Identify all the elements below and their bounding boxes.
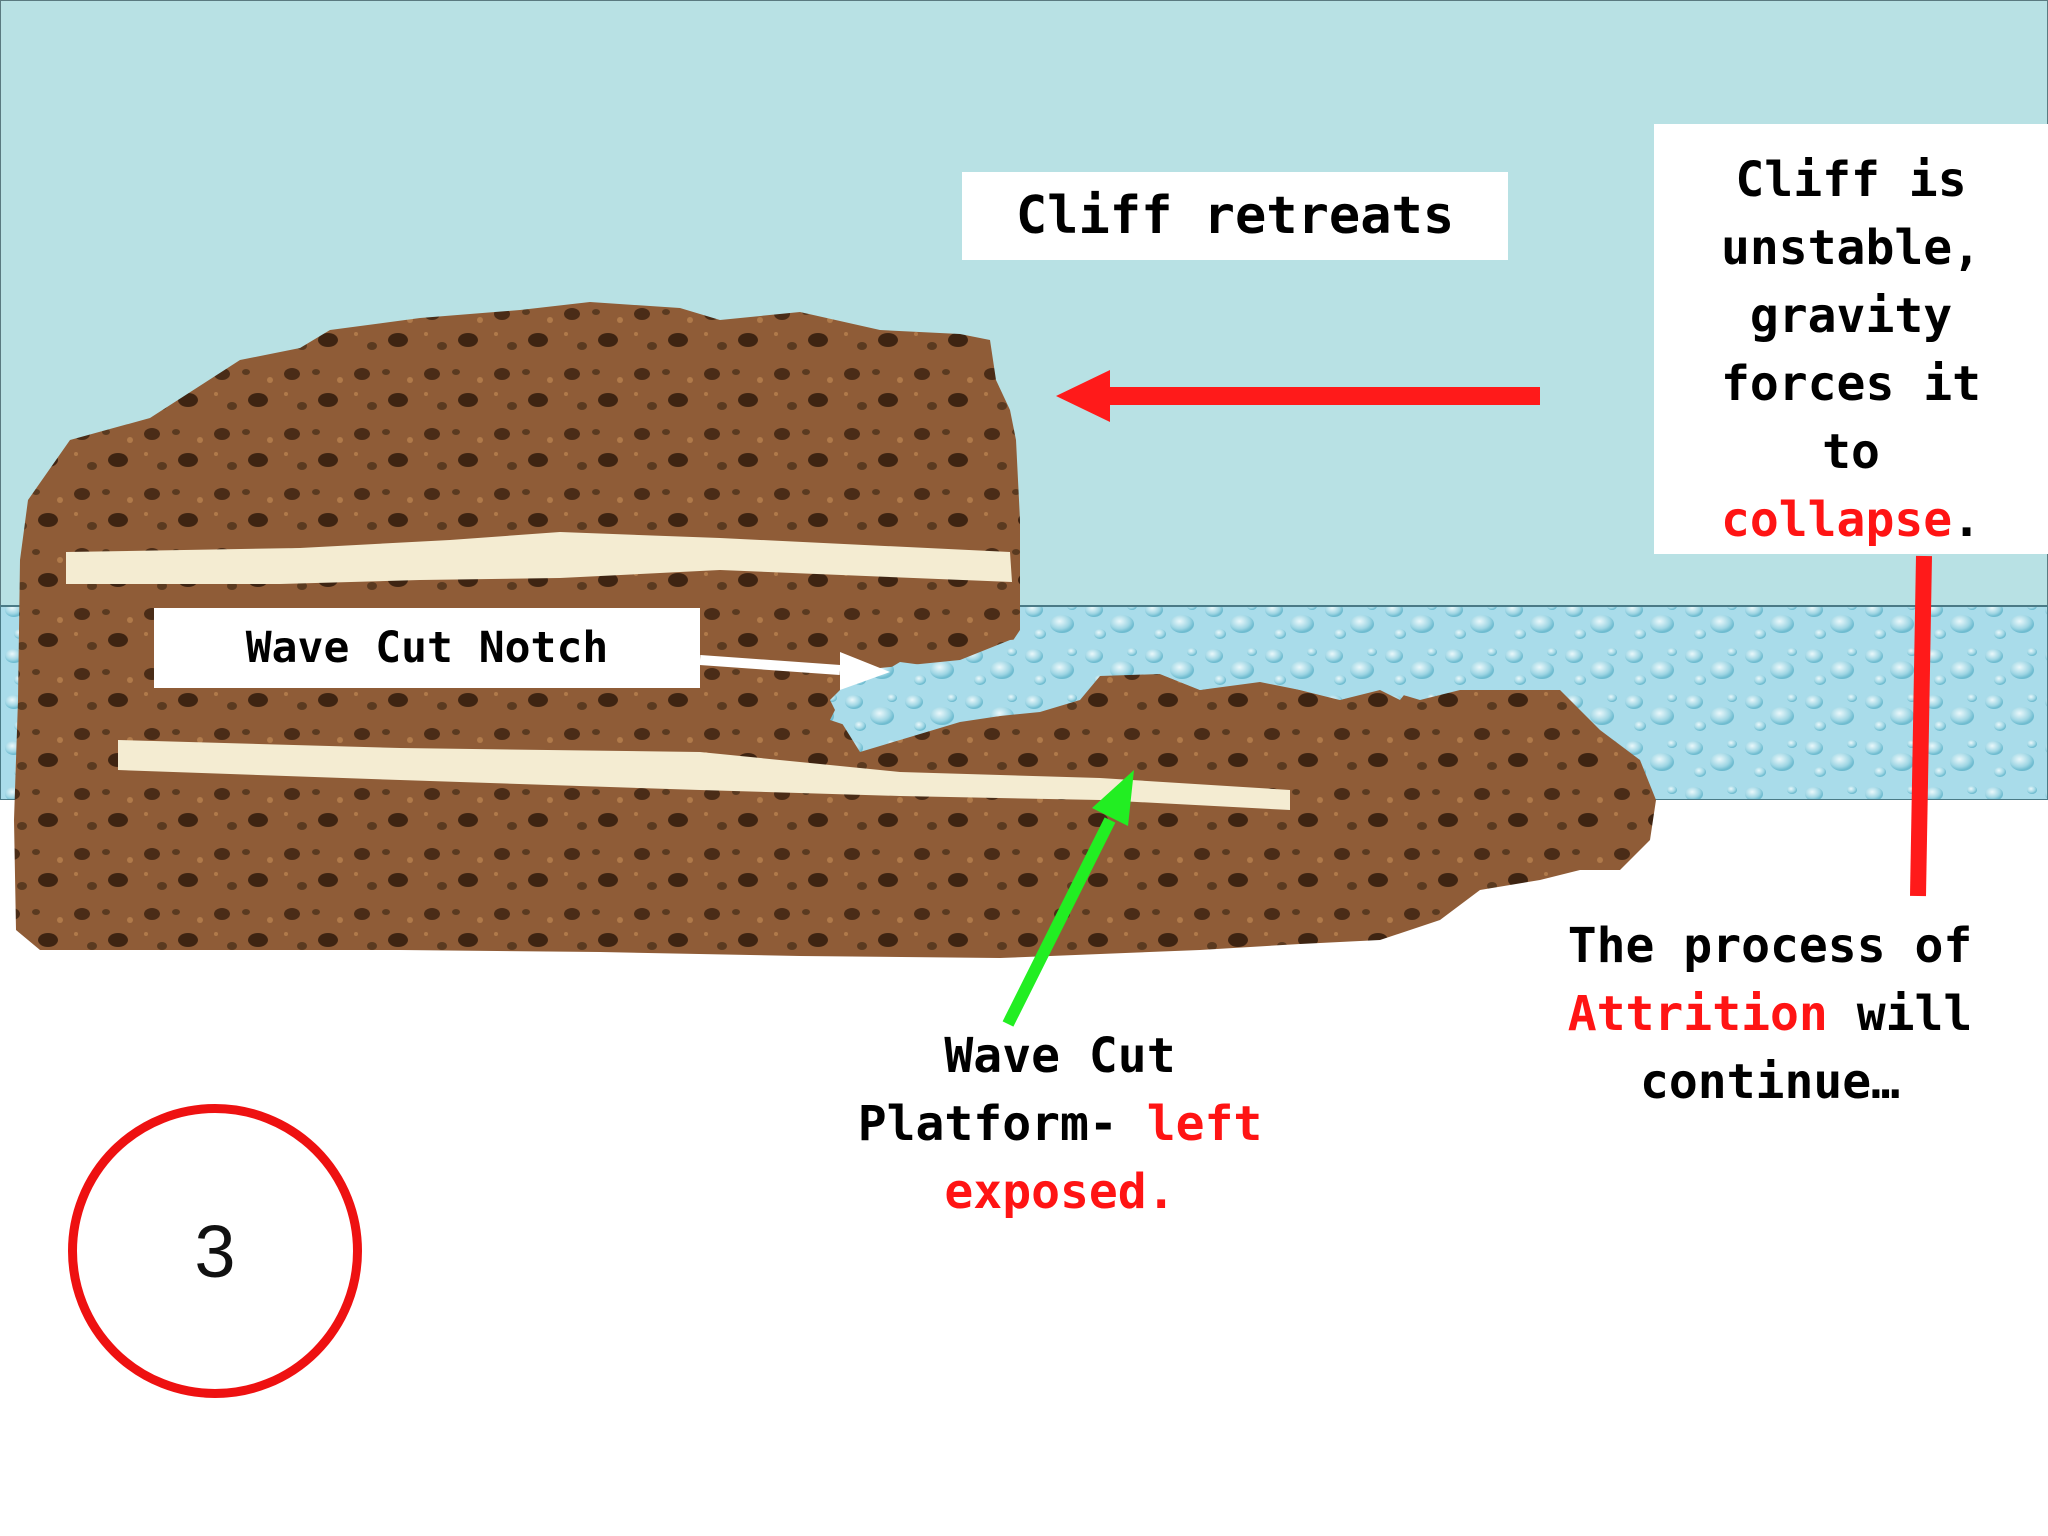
collapse-period: . xyxy=(1952,492,1982,548)
wave-cut-platform-label: Wave Cut Platform- left exposed. xyxy=(780,1022,1340,1226)
platform-arrow xyxy=(1002,770,1134,1027)
platform-line-2: Platform- left xyxy=(780,1090,1340,1158)
collapse-line-5: to xyxy=(1822,424,1880,480)
collapse-highlight: collapse xyxy=(1720,492,1953,548)
platform-line-2-start: Platform- xyxy=(857,1096,1147,1152)
attrition-line-1: The process of xyxy=(1567,918,1973,974)
collapse-line-2: unstable, xyxy=(1720,220,1982,276)
platform-left-highlight: left xyxy=(1146,1096,1263,1152)
attrition-line-3: continue… xyxy=(1639,1054,1901,1110)
collapse-line-6: collapse. xyxy=(1654,486,2048,554)
platform-exposed-highlight: exposed. xyxy=(944,1164,1176,1220)
collapse-line-1: Cliff is xyxy=(1735,152,1967,208)
step-number-badge: 3 xyxy=(68,1104,362,1398)
platform-line-1: Wave Cut xyxy=(944,1028,1176,1084)
wave-notch-water xyxy=(830,610,1440,752)
collapse-line-4: forces it xyxy=(1720,356,1982,412)
attrition-line-2: Attrition will xyxy=(1500,980,2040,1048)
notch-arrow xyxy=(699,652,890,690)
cliff-retreats-label: Cliff retreats xyxy=(962,172,1508,260)
step-number: 3 xyxy=(194,1209,236,1293)
wave-cut-notch-text: Wave Cut Notch xyxy=(245,623,609,673)
cliff-retreats-text: Cliff retreats xyxy=(1015,186,1455,246)
attrition-label: The process of Attrition will continue… xyxy=(1500,912,2040,1116)
collapse-label: Cliff is unstable, gravity forces it to … xyxy=(1654,124,2048,554)
cake-cliff xyxy=(14,302,1656,958)
retreat-arrow xyxy=(1056,370,1540,422)
attrition-line-2-end: will xyxy=(1827,986,1973,1042)
attrition-highlight: Attrition xyxy=(1567,986,1828,1042)
collapse-line-3: gravity xyxy=(1749,288,1953,344)
attrition-pointer-line xyxy=(1910,555,1932,897)
wave-cut-notch-label: Wave Cut Notch xyxy=(154,608,700,688)
